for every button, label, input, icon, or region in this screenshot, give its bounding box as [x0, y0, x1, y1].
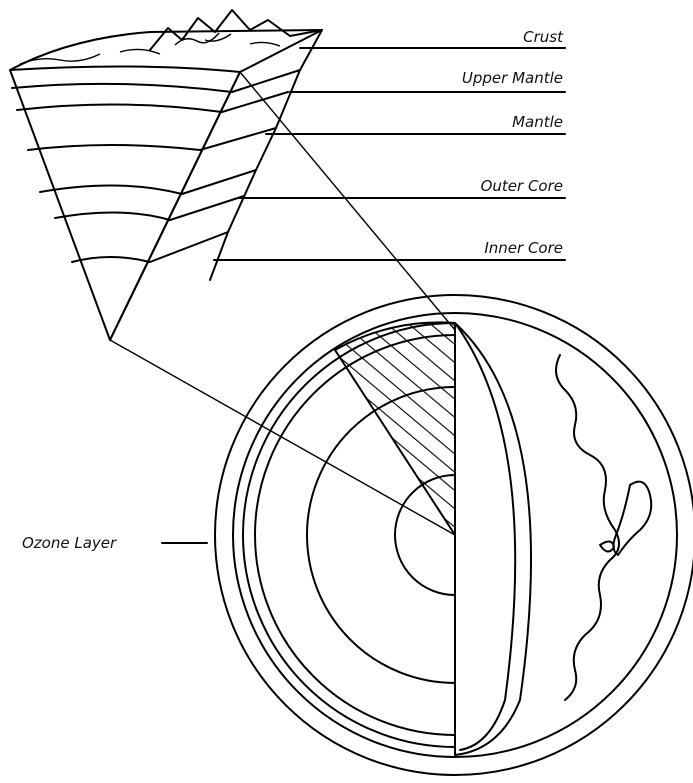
- right-band-2: [222, 92, 288, 112]
- right-band-6: [150, 232, 228, 262]
- right-face-outer: [210, 30, 322, 280]
- continent-coastline: [556, 355, 619, 700]
- wedge-surface: [10, 66, 240, 72]
- continent-island-small: [600, 541, 614, 551]
- right-band-1: [232, 70, 300, 92]
- right-face-edge: [110, 72, 240, 340]
- outer-core-band-1: [40, 185, 182, 194]
- label-inner-core: Inner Core: [484, 239, 563, 257]
- label-outer-core: Outer Core: [481, 177, 563, 195]
- earth-wedge: [10, 10, 322, 340]
- projection-line-top: [240, 72, 455, 330]
- upper-mantle-band: [12, 84, 232, 92]
- labels: Crust Upper Mantle Mantle Outer Core Inn…: [22, 28, 564, 552]
- mantle-band-1: [17, 104, 222, 112]
- wedge-outline: [10, 30, 322, 340]
- leader-lines: [162, 48, 565, 543]
- right-band-5: [170, 196, 244, 220]
- mantle-band-2: [28, 145, 200, 150]
- right-inner-arc: [455, 323, 515, 750]
- right-band-4: [182, 170, 256, 194]
- label-crust: Crust: [523, 28, 564, 46]
- label-ozone-layer: Ozone Layer: [22, 534, 117, 552]
- outer-core-band-2: [55, 212, 170, 220]
- inner-core-band: [72, 257, 150, 262]
- globe: [215, 295, 693, 775]
- right-crust-arc: [455, 323, 531, 755]
- label-upper-mantle: Upper Mantle: [462, 69, 563, 87]
- label-mantle: Mantle: [512, 113, 563, 131]
